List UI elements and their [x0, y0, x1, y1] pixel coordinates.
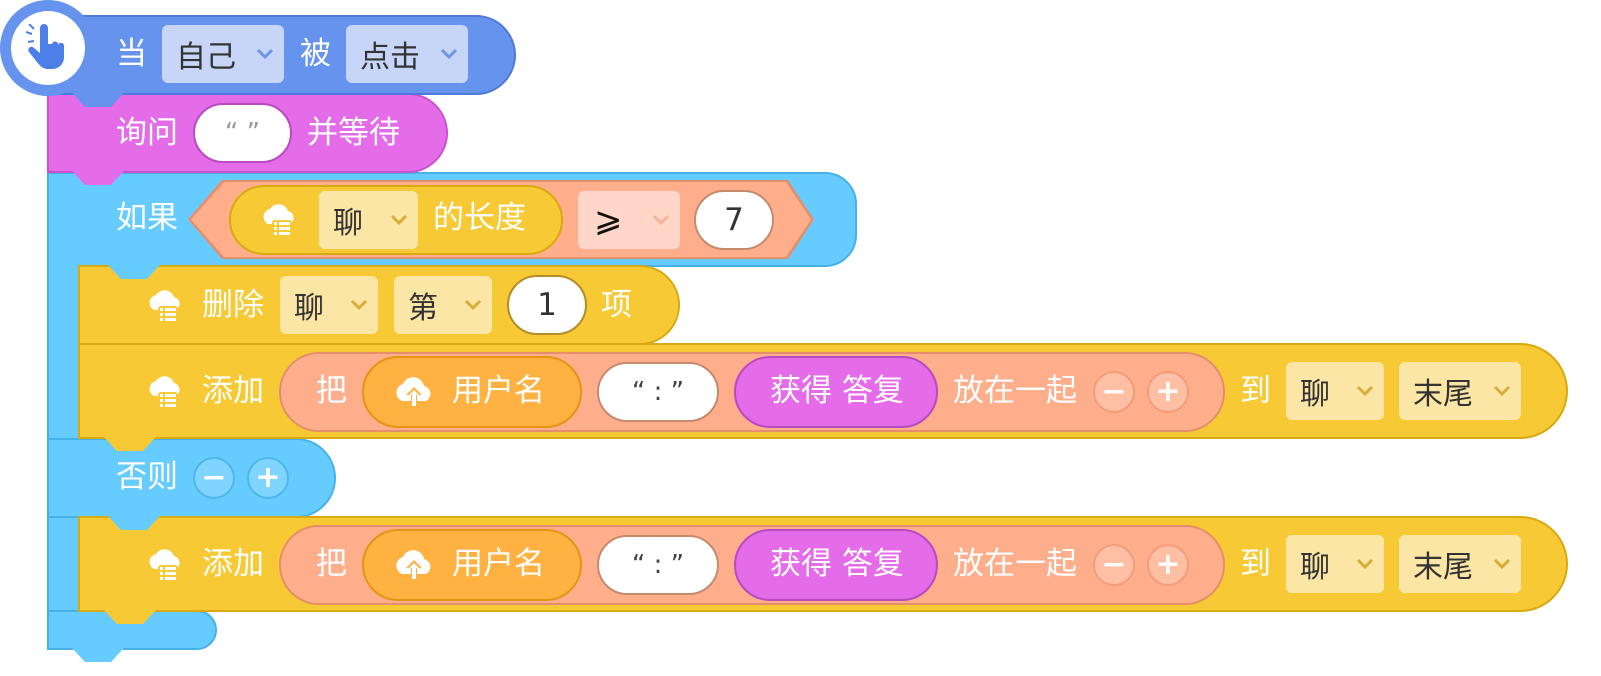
username-label: 用户名: [452, 546, 545, 582]
delete-index-input[interactable]: 1: [507, 275, 587, 335]
cloud-list-icon: [149, 549, 180, 581]
chevron-down-icon: [1493, 385, 1511, 397]
username-label: 用户名: [452, 373, 545, 409]
add-list-dropdown[interactable]: 聊: [1286, 362, 1384, 420]
add-block-1-bottom-notch: [104, 437, 156, 451]
get-answer-label: 获得 答复: [770, 373, 904, 409]
chevron-down-icon: [464, 299, 482, 311]
else-block-header[interactable]: [47, 438, 336, 518]
to-label: 到: [1240, 373, 1271, 409]
delete-item-dropdown[interactable]: 第: [394, 276, 492, 334]
chevron-down-icon: [390, 214, 408, 226]
when-label: 当: [116, 36, 147, 72]
chevron-down-icon: [652, 214, 670, 226]
event-middle-label: 被: [300, 36, 331, 72]
delete-label: 删除: [202, 287, 264, 323]
ask-question-input[interactable]: “ ”: [193, 103, 292, 163]
cloud-upload-icon: [396, 550, 431, 580]
ask-label: 询问: [116, 115, 178, 151]
chevron-down-icon: [256, 48, 274, 60]
length-list-dropdown[interactable]: 聊: [319, 191, 418, 249]
join-suffix-label: 放在一起: [953, 546, 1077, 582]
add-block-2-top-notch: [108, 516, 160, 530]
join-minus-button[interactable]: −: [1093, 544, 1135, 586]
get-answer-reporter[interactable]: [734, 529, 938, 601]
chevron-down-icon: [1493, 558, 1511, 570]
hat-block-bottom-notch: [72, 93, 124, 107]
compare-value-input[interactable]: 7: [694, 190, 774, 250]
delete-block-top-notch: [108, 265, 160, 279]
event-target-dropdown[interactable]: 自己: [162, 25, 284, 83]
ask-suffix-label: 并等待: [307, 115, 400, 151]
chevron-down-icon: [350, 299, 368, 311]
delete-list-dropdown[interactable]: 聊: [280, 276, 378, 334]
chevron-down-icon: [1356, 385, 1374, 397]
add-label: 添加: [202, 546, 264, 582]
get-answer-reporter[interactable]: [734, 356, 938, 428]
to-label: 到: [1240, 546, 1271, 582]
chevron-down-icon: [1356, 558, 1374, 570]
add-position-dropdown[interactable]: 末尾: [1399, 362, 1521, 420]
join-plus-button[interactable]: +: [1147, 371, 1189, 413]
if-block-bottom-notch: [72, 648, 124, 662]
separator-input[interactable]: “ : ”: [597, 535, 719, 595]
add-label: 添加: [202, 373, 264, 409]
join-prefix-label: 把: [316, 546, 347, 582]
add-list-dropdown[interactable]: 聊: [1286, 535, 1384, 593]
else-plus-button[interactable]: +: [247, 457, 289, 499]
hand-pointer-icon: [26, 24, 65, 69]
else-minus-button[interactable]: −: [193, 457, 235, 499]
separator-input[interactable]: “ : ”: [597, 362, 719, 422]
delete-suffix-label: 项: [601, 287, 632, 323]
join-suffix-label: 放在一起: [953, 373, 1077, 409]
chevron-down-icon: [440, 48, 458, 60]
join-minus-button[interactable]: −: [1093, 371, 1135, 413]
cloud-upload-icon: [396, 377, 431, 407]
join-plus-button[interactable]: +: [1147, 544, 1189, 586]
cloud-list-icon: [263, 204, 294, 236]
if-label: 如果: [116, 200, 178, 236]
cloud-list-icon: [149, 376, 180, 408]
get-answer-label: 获得 答复: [770, 546, 904, 582]
event-action-dropdown[interactable]: 点击: [346, 25, 468, 83]
add-block-2-bottom-notch: [104, 610, 156, 624]
join-prefix-label: 把: [316, 373, 347, 409]
length-label: 的长度: [433, 200, 526, 236]
ask-block-bottom-notch: [72, 171, 124, 185]
else-label: 否则: [116, 459, 178, 495]
add-position-dropdown[interactable]: 末尾: [1399, 535, 1521, 593]
operator-dropdown[interactable]: ⩾: [578, 191, 680, 249]
cloud-list-icon: [149, 290, 180, 322]
if-block-arm: [47, 172, 80, 650]
